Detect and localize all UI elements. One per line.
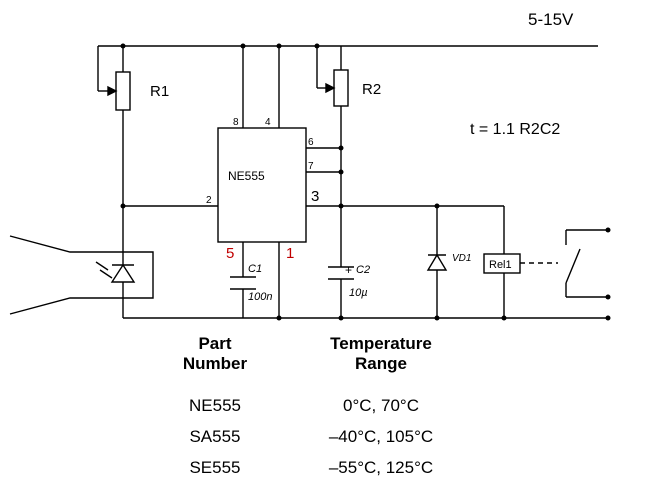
c2-name-label: C2 <box>356 264 370 276</box>
part-number-cell: NE555 <box>189 395 241 415</box>
part-number-cell: SA555 <box>189 426 241 446</box>
col-header-temp-line1: Temperature <box>330 334 432 353</box>
c1-value-label: 100n <box>248 291 272 303</box>
ic-label: NE555 <box>228 169 265 183</box>
table-header-row: Part Number Temperature Range <box>150 334 466 390</box>
temperature-range-table: Part Number Temperature Range NE555 0°C,… <box>150 334 466 483</box>
col-header-part-line2: Number <box>182 354 248 373</box>
r1-label: R1 <box>150 83 169 100</box>
pin-6-label: 6 <box>308 137 314 148</box>
ic-ne555-body <box>217 127 307 243</box>
temperature-range-cell: –55°C, 125°C <box>328 457 434 477</box>
vd1-diode <box>426 206 448 318</box>
photodiode-sensor <box>9 235 154 318</box>
pin-1-label: 1 <box>286 245 294 262</box>
c2-value-label: 10µ <box>349 287 368 299</box>
pin-7-label: 7 <box>308 161 314 172</box>
temperature-range-cell: 0°C, 70°C <box>343 395 419 415</box>
table-row: SE555 –55°C, 125°C <box>150 452 466 483</box>
r2-label: R2 <box>362 81 381 98</box>
timer-circuit-schematic: 5-15V t = 1.1 R2C2 R1 R2 NE555 8 4 6 7 2… <box>9 10 611 321</box>
col-header-part-line1: Part <box>198 334 232 353</box>
r2-potentiometer <box>316 46 349 267</box>
supply-voltage-label: 5-15V <box>528 10 574 29</box>
c2-capacitor <box>328 266 354 318</box>
table-row: NE555 0°C, 70°C <box>150 390 466 421</box>
pin-5-label: 5 <box>226 245 234 262</box>
pin-2-label: 2 <box>206 195 212 206</box>
r1-potentiometer <box>97 46 131 252</box>
table-row: SA555 –40°C, 105°C <box>150 421 466 452</box>
col-header-temperature-range: Temperature Range <box>280 334 466 390</box>
pin-8-label: 8 <box>233 117 239 128</box>
c1-name-label: C1 <box>248 263 262 275</box>
col-header-part-number: Part Number <box>150 334 280 390</box>
col-header-temp-line2: Range <box>355 354 407 373</box>
junction-dots <box>120 43 611 321</box>
pin-3-label: 3 <box>311 188 319 205</box>
temperature-range-cell: –40°C, 105°C <box>328 426 434 446</box>
relay-switch <box>565 229 608 298</box>
vd1-label: VD1 <box>452 253 471 264</box>
timing-formula: t = 1.1 R2C2 <box>470 121 560 138</box>
c1-capacitor <box>230 276 256 290</box>
c2-polarity-mark: + <box>345 263 352 277</box>
relay-label: Rel1 <box>489 259 512 271</box>
pin-4-label: 4 <box>265 117 271 128</box>
part-number-cell: SE555 <box>189 457 241 477</box>
